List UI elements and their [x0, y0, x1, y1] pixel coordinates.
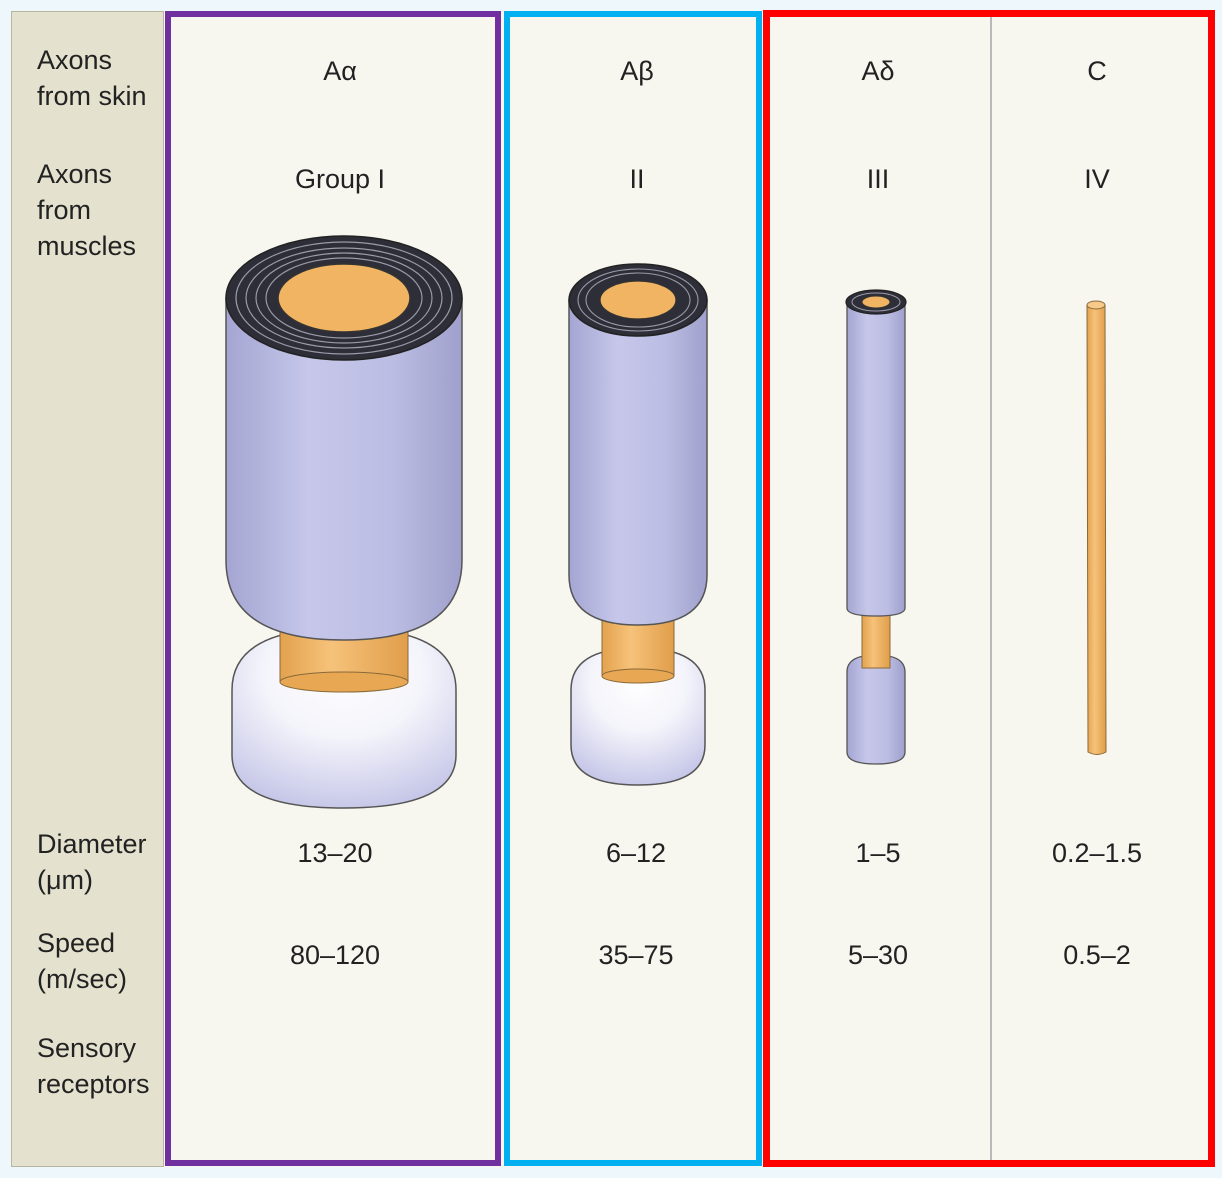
cell-speed-a-alpha: 80–120: [289, 940, 381, 970]
a-delta-axon-node: [861, 609, 891, 669]
cell-diameter-a-alpha: 13–20: [297, 838, 373, 868]
a-alpha-axon-core: [277, 263, 411, 333]
a-beta-axon-core: [599, 280, 677, 320]
cell-skin-a-delta: Aδ: [861, 56, 895, 86]
row-label-axons-from-muscles: Axons from muscles: [37, 159, 137, 261]
row-label-panel: [11, 11, 164, 1167]
a-delta-fiber: [845, 289, 907, 765]
cell-skin-a-alpha: Aα: [323, 56, 357, 86]
row-label-speed: Speed (m/sec): [37, 928, 127, 994]
a-delta-lower-sheath: [846, 654, 906, 765]
a-beta-upper-sheath: [568, 299, 708, 626]
cell-muscle-iv: IV: [1084, 164, 1110, 194]
row-label-diameter: Diameter (μm): [37, 829, 147, 895]
a-beta-axon-node: [601, 619, 675, 677]
cell-muscle-group-i: Group I: [294, 164, 386, 194]
cell-speed-c: 0.5–2: [1063, 940, 1131, 970]
a-alpha-upper-sheath: [225, 297, 463, 641]
row-label-axons-from-skin: Axons from skin: [37, 45, 147, 111]
cell-diameter-c: 0.2–1.5: [1051, 838, 1143, 868]
cell-speed-a-delta: 5–30: [847, 940, 909, 970]
cell-skin-c: C: [1087, 56, 1107, 86]
cell-muscle-ii: II: [629, 164, 645, 194]
c-fiber-axon: [1086, 304, 1107, 755]
cell-muscle-iii: III: [866, 164, 890, 194]
a-delta-upper-sheath: [846, 301, 906, 617]
a-beta-fiber: [568, 263, 708, 786]
cell-skin-a-beta: Aβ: [620, 56, 654, 86]
column-divider: [990, 14, 992, 1164]
a-alpha-fiber: [225, 235, 463, 809]
cell-diameter-a-beta: 6–12: [605, 838, 667, 868]
c-fiber: [1086, 300, 1107, 755]
cell-speed-a-beta: 35–75: [598, 940, 674, 970]
cell-diameter-a-delta: 1–5: [855, 838, 901, 868]
a-delta-axon-core: [861, 295, 891, 309]
row-label-sensory-receptors: Sensory receptors: [37, 1033, 150, 1099]
